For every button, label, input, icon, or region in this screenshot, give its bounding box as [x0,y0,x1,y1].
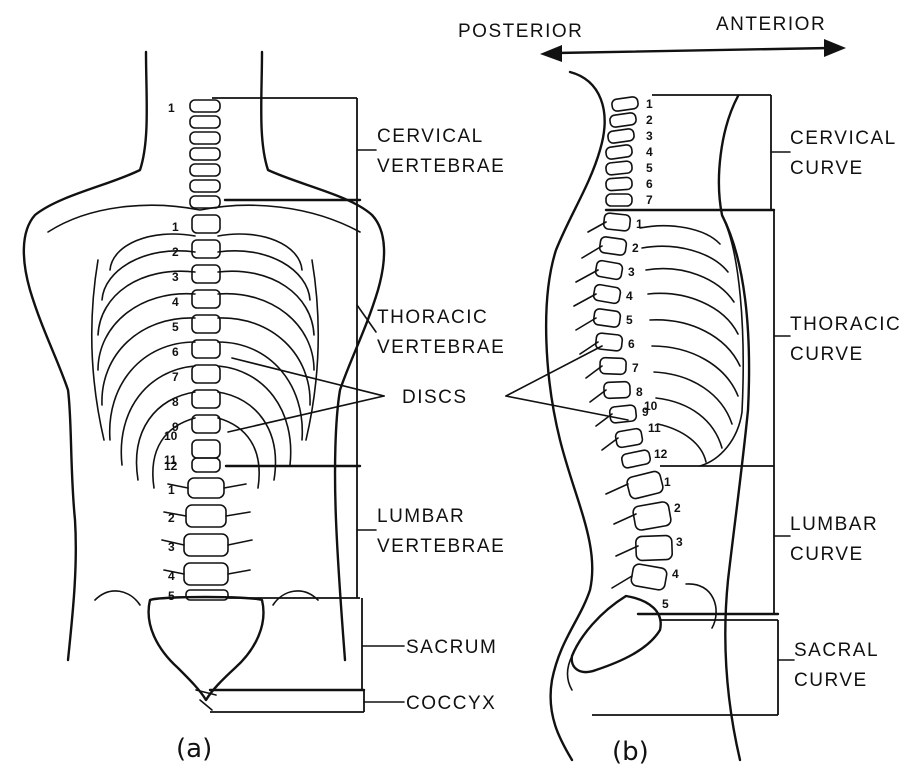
anterior-label: ANTERIOR [716,14,826,35]
sacral-curve-label-1: SACRAL [794,640,879,661]
vertebra-number: 8 [636,385,643,399]
vertebra-number: 7 [646,193,653,207]
sacrum-shape-a [149,597,264,700]
coccyx-label: COCCYX [406,693,496,714]
vertebra-number: 1 [636,217,643,231]
vertebra-number: 5 [172,320,179,334]
vertebra-number: 6 [628,337,635,351]
figure-b-caption: (b) [612,737,649,767]
vertebra-number: 5 [626,313,633,327]
cervical-curve-label-1: CERVICAL [790,128,897,149]
vertebra-number: 1 [664,475,671,489]
vertebra-number: 4 [672,567,679,581]
vertebra-number: 2 [168,511,175,525]
vertebra-number: 4 [626,289,633,303]
discs-label: DISCS [402,387,468,408]
vertebra-number: 6 [172,345,179,359]
disc-leader-b-lower [506,396,628,420]
vertebra-number: 10 [644,399,658,413]
body-outline-left [24,52,147,660]
vertebra-number: 12 [654,447,668,461]
vertebra-number: 7 [632,361,639,375]
lumbar-vertebrae-label-2: VERTEBRAE [377,536,505,557]
vertebra-number: 3 [628,265,635,279]
spine-column-b [574,96,672,591]
lumbar-vertebrae-label-1: LUMBAR [377,506,465,527]
figure-a-back-view: 1 1 2 3 4 5 6 7 8 9 10 11 12 1 2 3 4 5 [24,52,505,764]
vertebra-number: 4 [172,295,179,309]
lumbar-curve-label-1: LUMBAR [790,514,878,535]
thoracic-curve-label-2: CURVE [790,344,864,365]
sacral-curve-label-2: CURVE [794,670,868,691]
vertebra-number: 5 [168,589,175,603]
cervical-number-1-a: 1 [168,101,175,115]
vertebra-number: 3 [646,129,653,143]
front-outline-b [719,96,749,760]
left-arm-inner [92,260,104,440]
vertebra-numbers-b: 1 2 3 4 5 6 7 1 2 3 4 5 6 7 8 9 10 11 12… [626,97,683,611]
figure-a-caption: (a) [176,734,212,764]
cervical-curve-label-2: CURVE [790,158,864,179]
vertebra-number: 2 [632,241,639,255]
shoulder-girdle [48,205,360,232]
direction-header: POSTERIOR ANTERIOR [458,14,846,62]
back-outline-b [546,72,604,760]
vertebra-number: 4 [646,145,653,159]
vertebra-number: 5 [646,161,653,175]
thoracic-vertebrae-label-1: THORACIC [377,307,488,328]
posterior-label: POSTERIOR [458,21,583,42]
vertebra-number: 1 [646,97,653,111]
cervical-vertebrae-label-1: CERVICAL [377,126,484,147]
vertebra-number: 2 [646,113,653,127]
brackets-a [210,98,404,712]
sacrum-label: SACRUM [406,637,497,658]
vertebra-number: 1 [172,220,179,234]
vertebra-number: 2 [674,501,681,515]
vertebra-number: 12 [164,459,178,473]
arrow-left-head [540,45,562,62]
disc-leader-a-upper [232,358,384,396]
vertebra-numbers-a: 1 1 2 3 4 5 6 7 8 9 10 11 12 1 2 3 4 5 [164,101,179,603]
vertebra-number: 3 [168,540,175,554]
figure-b-side-view: 1 2 3 4 5 6 7 1 2 3 4 5 6 7 8 9 10 11 12… [506,72,901,767]
arrow-right-head [824,39,846,57]
vertebra-number: 6 [646,177,653,191]
ribcage-a [98,234,314,488]
vertebra-number: 2 [172,245,179,259]
lumbar-curve-label-2: CURVE [790,544,864,565]
vertebra-number: 3 [172,270,179,284]
vertebra-number: 11 [648,421,661,435]
vertebra-number: 1 [168,483,175,497]
cervical-vertebrae-label-2: VERTEBRAE [377,156,505,177]
thoracic-vertebrae-label-2: VERTEBRAE [377,337,505,358]
vertebra-number: 4 [168,569,175,583]
vertebra-number: 7 [172,370,179,384]
disc-leader-b-upper [506,346,602,396]
vertebra-number: 5 [662,597,669,611]
vertebra-number: 3 [676,535,683,549]
body-outline-right [261,52,384,660]
direction-arrow-line [556,48,830,53]
vertebra-number: 10 [164,429,178,443]
left-iliac-a [95,591,140,605]
thoracic-curve-label-1: THORACIC [790,314,901,335]
disc-leader-a-lower [228,396,384,432]
labels-a: CERVICAL VERTEBRAE THORACIC VERTEBRAE DI… [176,126,505,764]
sacrum-shape-b [572,596,661,672]
vertebra-number: 8 [172,395,179,409]
hip-b [686,584,716,628]
